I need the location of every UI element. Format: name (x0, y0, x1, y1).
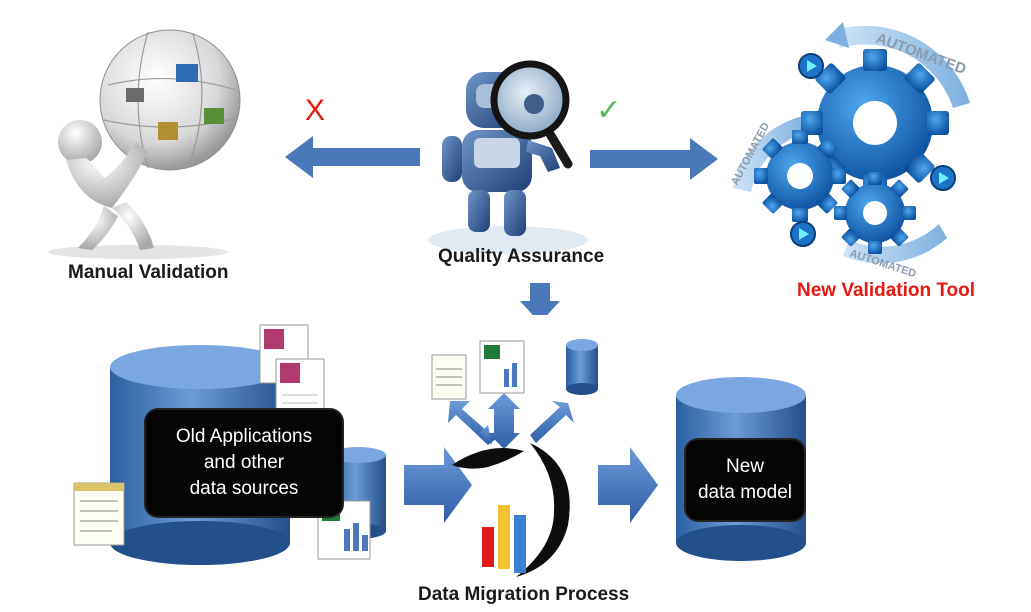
arrow-out-of-process (598, 447, 658, 523)
manual-validation-image (8, 29, 278, 260)
document-icon (431, 354, 467, 400)
arrow-to-manual-validation (285, 136, 423, 178)
quality-assurance-image (420, 60, 595, 255)
old-sources-line-2: and other (203, 452, 285, 473)
globe-carrier-illustration (48, 29, 241, 259)
old-sources-line-1: Old Applications (175, 426, 313, 447)
data-migration-process-label: Data Migration Process (418, 584, 630, 605)
orb-icon (798, 53, 824, 79)
reject-mark: X (305, 94, 326, 127)
orb-icon (790, 221, 816, 247)
new-model-callout: New data model (686, 440, 804, 520)
arrow-to-new-validation-tool (590, 138, 718, 180)
new-model-line-1: New (725, 456, 764, 477)
bidirectional-arrows (448, 393, 574, 449)
automated-gears-illustration: AUTOMATED AUTOMATED AUTOMATED (729, 22, 970, 280)
new-validation-tool-label: New Validation Tool (797, 280, 976, 301)
small-database-cylinder (566, 339, 598, 395)
robot-magnifier-illustration (428, 60, 588, 254)
old-sources-callout: Old Applications and other data sources (146, 410, 342, 516)
new-validation-tool-image: AUTOMATED AUTOMATED AUTOMATED (725, 8, 985, 283)
quality-assurance-label: Quality Assurance (438, 246, 605, 267)
accept-mark: ✓ (596, 93, 622, 128)
arrow-down-to-migration (520, 283, 560, 323)
arrow-into-process (404, 447, 472, 523)
spreadsheet-icon (479, 340, 525, 394)
access-file-icon (259, 324, 325, 418)
old-sources-line-3: data sources (189, 478, 299, 499)
orb-icon (930, 165, 956, 191)
manual-validation-label: Manual Validation (68, 262, 229, 283)
document-icon (73, 482, 125, 546)
new-model-line-2: data model (697, 482, 792, 503)
migration-logo (452, 443, 570, 577)
